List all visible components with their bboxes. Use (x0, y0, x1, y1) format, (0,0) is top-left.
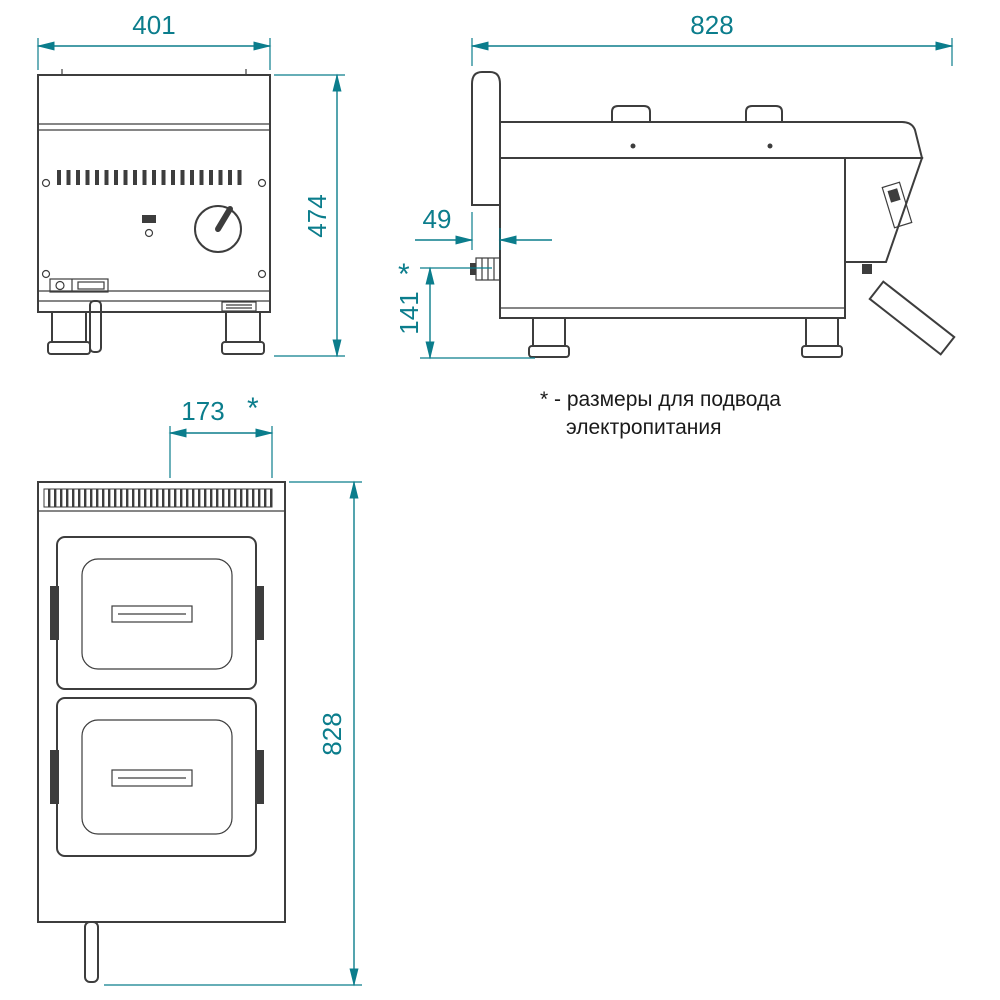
drain-pipe-bottom (84, 921, 99, 983)
side-worktop (499, 121, 924, 159)
dim-inlet-span: 173 * (168, 392, 274, 478)
top-view: 173 * 828 (37, 392, 362, 987)
dim-inlet-height: 141 (394, 266, 535, 360)
hinge (255, 750, 264, 804)
dim-front-height: 474 (274, 73, 345, 358)
dim-top-depth-label: 828 (317, 712, 347, 755)
ventilation-slots (54, 170, 246, 185)
drain-valve (862, 264, 872, 274)
hinge (50, 750, 59, 804)
side-view: 828 49 * 141 (394, 10, 956, 360)
dim-front-width-label: 401 (132, 10, 175, 40)
front-leg-right (221, 311, 265, 355)
rivet (630, 143, 636, 149)
rating-plate (221, 301, 257, 312)
piezo-mark (144, 228, 154, 238)
note-line1: * - размеры для подвода (540, 388, 781, 411)
dim-inlet-span-label: 173 (181, 396, 224, 426)
screw-icon (41, 178, 51, 188)
front-view: 401 474 (36, 10, 345, 358)
dim-inlet-offset: 49 (415, 204, 552, 250)
dim-front-height-label: 474 (302, 194, 332, 237)
top-body-outline (37, 481, 286, 923)
power-inlet (470, 257, 501, 281)
asterisk-mark: * (398, 258, 410, 291)
dim-inlet-height-label: 141 (394, 291, 424, 334)
back-panel (471, 71, 501, 206)
drain-pipe-front (89, 300, 102, 353)
pan-handle-icon (611, 105, 651, 122)
dim-side-depth-label: 828 (690, 10, 733, 40)
screw-icon (41, 269, 51, 279)
dim-top-depth: 828 (104, 480, 362, 987)
oven-door-upper (50, 536, 264, 690)
side-leg-left (528, 317, 570, 358)
note-line2: электропитания (566, 416, 721, 439)
front-body-outline (37, 74, 271, 313)
screw-icon (257, 178, 267, 188)
hinge (50, 586, 59, 640)
door-latch (49, 278, 109, 293)
dim-side-depth: 828 (470, 10, 954, 66)
valve-handle (881, 181, 913, 229)
dim-front-width: 401 (36, 10, 272, 70)
oven-door-lower (50, 697, 264, 857)
asterisk-mark: * (247, 392, 259, 425)
front-leg-left (47, 311, 91, 355)
hinge (255, 586, 264, 640)
rivet (767, 143, 773, 149)
pilot-light (142, 215, 156, 223)
side-leg-right (801, 317, 843, 358)
screw-icon (257, 269, 267, 279)
dim-inlet-offset-label: 49 (423, 204, 452, 234)
grill-strip (43, 488, 273, 508)
note: * - размеры для подвода электропитания (540, 388, 781, 439)
pan-handle-icon (745, 105, 783, 122)
control-wedge (844, 157, 924, 263)
side-body (499, 157, 846, 319)
control-knob (194, 205, 242, 253)
drain-spout (868, 280, 956, 356)
